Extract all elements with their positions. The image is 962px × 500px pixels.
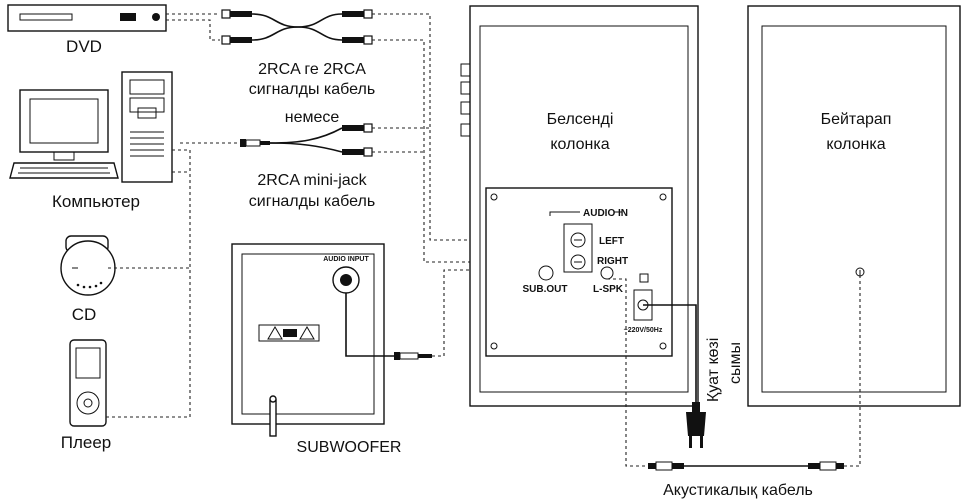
minijack-cable-label-1: 2RCA mini-jack	[257, 172, 367, 189]
media-player-icon	[69, 339, 107, 427]
player-label: Плеер	[61, 433, 112, 452]
source-wiring	[106, 13, 240, 418]
rca-cable-label-2: сигналды кабель	[249, 81, 375, 98]
minijack-plug-icon	[648, 461, 684, 471]
computer-tower-icon	[121, 71, 173, 183]
speaker-cable	[607, 276, 861, 471]
power-cord	[643, 304, 706, 448]
cd-player-icon	[60, 235, 116, 296]
or-label: немесе	[285, 109, 340, 126]
minijack-plug-icon	[394, 352, 432, 360]
minijack-plug-icon	[240, 139, 270, 147]
power-cord-label-2: сымы	[727, 342, 744, 384]
keyboard-icon	[9, 162, 119, 179]
minijack-cable-label-2: сигналды кабель	[249, 193, 375, 210]
left-input-label: LEFT	[599, 236, 624, 247]
dvd-player-icon	[7, 4, 167, 32]
power-cord-label-1: Қуат көзі	[705, 338, 722, 402]
passive-speaker-label-1: Бейтарап	[821, 111, 892, 128]
l-spk-label: L-SPK	[593, 284, 624, 295]
computer-monitor-icon	[19, 89, 109, 161]
computer-label: Компьютер	[52, 192, 140, 211]
sub-out-label: SUB.OUT	[523, 284, 568, 295]
rca-plug-icon	[342, 9, 373, 45]
audio-in-label: AUDIO IN	[583, 208, 628, 219]
warning-icon	[258, 324, 320, 342]
passive-speaker	[747, 5, 961, 407]
right-input-label: RIGHT	[597, 256, 628, 267]
subwoofer-label: SUBWOOFER	[297, 439, 402, 456]
minijack-plug-icon	[808, 461, 844, 471]
subwoofer-cable	[345, 293, 444, 360]
acoustic-cable-label: Акустикалық кабель	[663, 482, 813, 499]
passive-speaker-label-2: колонка	[826, 136, 885, 153]
active-speaker-label-1: Белсенді	[547, 111, 614, 128]
dvd-label: DVD	[66, 37, 102, 56]
minijack-cable	[240, 123, 373, 157]
subwoofer-unit	[231, 243, 385, 437]
rca-cable	[221, 9, 373, 45]
power-plug-icon	[686, 402, 706, 448]
subwoofer-audio-input-label: AUDIO INPUT	[323, 256, 369, 263]
cd-label: CD	[72, 305, 97, 324]
rca-plug-icon	[221, 9, 252, 45]
voltage-label: ~220V/50Hz	[624, 327, 663, 334]
active-speaker	[460, 5, 699, 407]
rca-cable-label-1: 2RCA ге 2RCA	[258, 61, 366, 78]
active-speaker-label-2: колонка	[550, 136, 609, 153]
rca-plug-icon	[342, 123, 373, 157]
